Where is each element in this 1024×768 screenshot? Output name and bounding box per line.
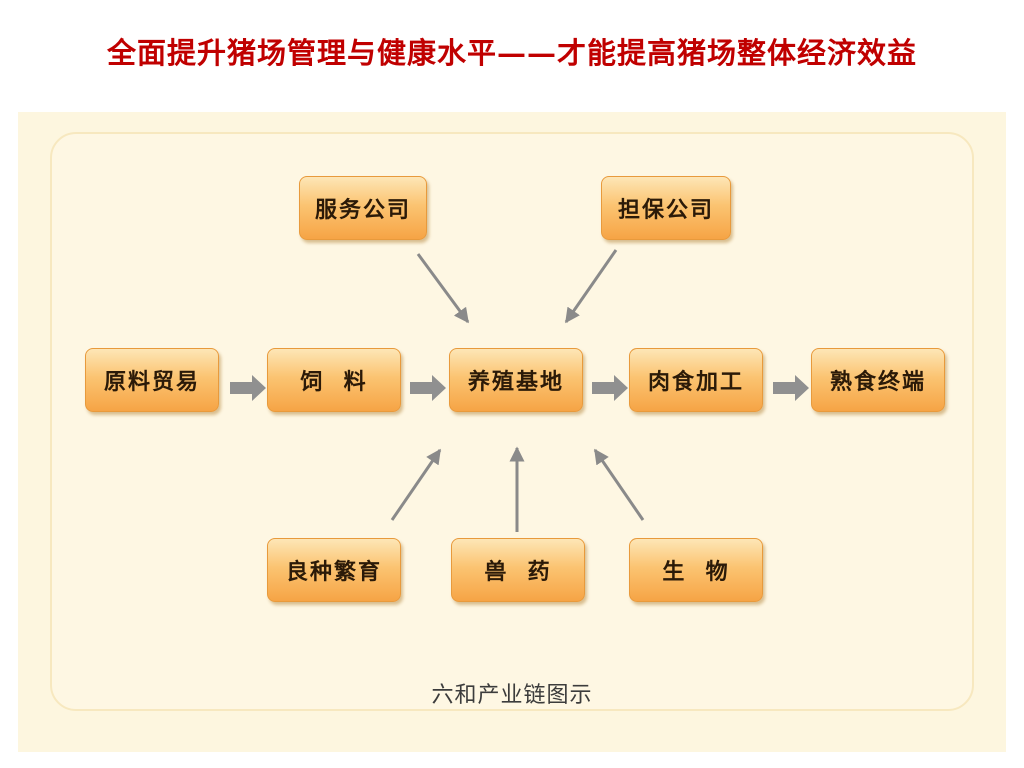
node-raw-material-trade: 原料贸易 [85, 348, 219, 412]
node-service-company: 服务公司 [299, 176, 427, 240]
arrow-meat-to-cooked [773, 375, 809, 401]
node-guarantee-company: 担保公司 [601, 176, 731, 240]
arrow-feed-to-farm [410, 375, 446, 401]
node-cooked-food-terminal: 熟食终端 [811, 348, 945, 412]
diagram-frame [50, 132, 974, 711]
node-feed: 饲 料 [267, 348, 401, 412]
arrow-service-to-farm [416, 253, 470, 324]
node-veterinary-drugs: 兽 药 [451, 538, 585, 602]
diagram-panel: 服务公司 担保公司 原料贸易 饲 料 养殖基地 肉食加工 熟食终端 良种繁育 兽… [18, 112, 1006, 752]
arrows-layer [230, 249, 809, 532]
slide-title: 全面提升猪场管理与健康水平——才能提高猪场整体经济效益 [106, 36, 917, 70]
node-meat-processing: 肉食加工 [629, 348, 763, 412]
node-breed-improvement: 良种繁育 [267, 538, 401, 602]
arrow-guarantee-to-farm [564, 249, 618, 324]
arrow-raw-to-feed [230, 375, 266, 401]
arrow-farm-to-meat [592, 375, 628, 401]
diagram-caption: 六和产业链图示 [431, 683, 593, 708]
arrow-breeding-to-farm [390, 448, 442, 521]
node-biology: 生 物 [629, 538, 763, 602]
arrow-bio-to-farm [593, 448, 645, 521]
node-breeding-base: 养殖基地 [449, 348, 583, 412]
